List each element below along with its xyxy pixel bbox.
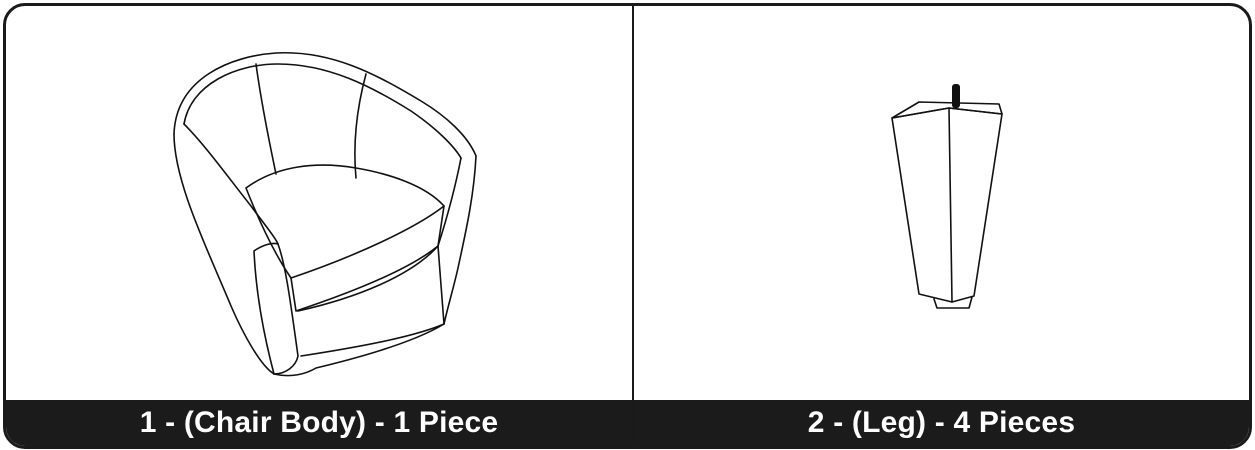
parts-list-frame: 1 - (Chair Body) - 1 Piece 2 - (Leg) - 4… (3, 3, 1252, 449)
part-panel-leg: 2 - (Leg) - 4 Pieces (634, 6, 1249, 446)
chair-body-illustration (6, 6, 632, 400)
bolt-shape (952, 84, 960, 108)
part-caption-chair-body: 1 - (Chair Body) - 1 Piece (6, 400, 632, 446)
part-caption-leg: 2 - (Leg) - 4 Pieces (634, 400, 1249, 446)
part-panel-chair-body: 1 - (Chair Body) - 1 Piece (6, 6, 632, 446)
leg-illustration (634, 6, 1249, 400)
